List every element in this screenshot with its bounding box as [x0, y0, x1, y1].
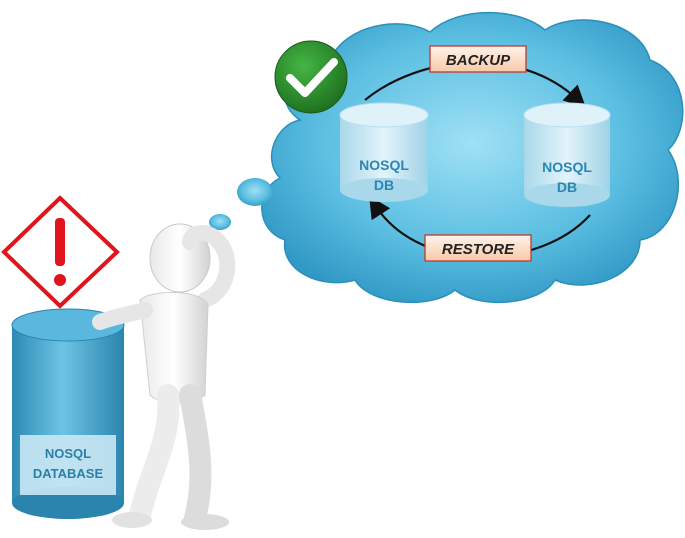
restore-label: RESTORE [442, 241, 515, 258]
thinking-person-figure [92, 223, 236, 530]
warning-exclamation-icon [1, 195, 120, 309]
backup-label: BACKUP [446, 52, 511, 69]
right-db-line2: DB [557, 179, 577, 195]
thought-bubble-small [209, 214, 231, 230]
database-line2: DATABASE [33, 466, 104, 481]
thought-bubble-large [237, 178, 273, 206]
database-line1: NOSQL [45, 446, 91, 461]
restore-label-box: RESTORE [424, 234, 532, 262]
left-db-line1: NOSQL [359, 157, 409, 173]
checkmark-icon [274, 40, 348, 114]
nosql-database-cylinder: NOSQL DATABASE [11, 308, 125, 519]
nosql-db-right: NOSQL DB [523, 102, 611, 207]
nosql-db-left: NOSQL DB [339, 102, 429, 202]
left-db-line2: DB [374, 177, 394, 193]
right-db-line1: NOSQL [542, 159, 592, 175]
backup-label-box: BACKUP [429, 45, 527, 73]
